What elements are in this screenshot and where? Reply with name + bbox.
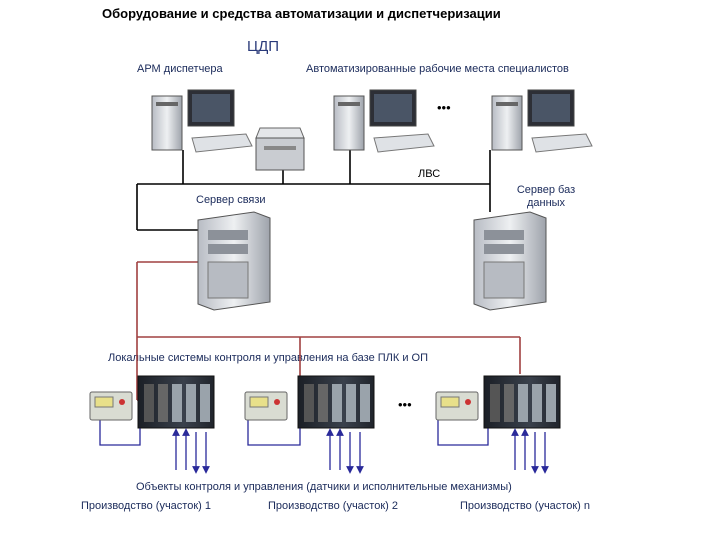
center-label: ЦДП <box>247 38 280 55</box>
workstation-dispatcher <box>151 89 253 153</box>
plc-rack-n <box>483 375 561 429</box>
lan-lines <box>136 150 491 231</box>
controller-links <box>136 261 521 401</box>
objects-label: Объекты контроля и управления (датчики и… <box>136 481 512 493</box>
plc-rack-2 <box>297 375 375 429</box>
workstations-ellipsis: ••• <box>437 100 451 115</box>
diagram-title: Оборудование и средства автоматизации и … <box>102 6 501 21</box>
site-label-2: Производство (участок) 2 <box>268 500 398 512</box>
site-label-1: Производство (участок) 1 <box>81 500 211 512</box>
comm-server-label: Сервер связи <box>196 194 266 206</box>
operator-panel-n <box>435 391 479 421</box>
field-lines <box>172 428 549 474</box>
operator-panel-2 <box>244 391 288 421</box>
specialists-label: Автоматизированные рабочие места специал… <box>306 63 569 75</box>
local-systems-label: Локальные системы контроля и управления … <box>108 352 428 364</box>
db-server-label: Сервер баз данных <box>516 184 576 209</box>
site-label-n: Производство (участок) n <box>460 500 590 512</box>
comm-server <box>197 211 271 311</box>
workstation-specialist-n <box>491 89 593 153</box>
db-server <box>473 211 547 311</box>
dispatcher-label: АРМ диспетчера <box>137 63 223 75</box>
plc-rack-1 <box>137 375 215 429</box>
panel-links <box>99 420 489 446</box>
printer <box>255 127 305 171</box>
workstation-specialist-1 <box>333 89 435 153</box>
network-label: ЛВС <box>418 168 441 180</box>
plc-ellipsis: ••• <box>398 397 412 412</box>
operator-panel-1 <box>89 391 133 421</box>
